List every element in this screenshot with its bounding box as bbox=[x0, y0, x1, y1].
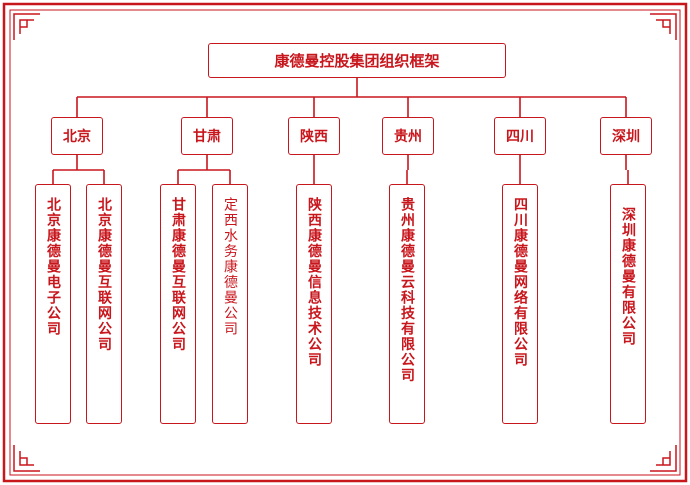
region-sichuan: 四川 bbox=[494, 117, 546, 155]
group-title: 康德曼控股集团组织框架 bbox=[208, 43, 506, 78]
company-sichuan-network: 四川康德曼网络有限公司 bbox=[502, 184, 538, 424]
company-dingxi-water: 定西水务康德曼公司 bbox=[212, 184, 248, 424]
connector-lines bbox=[52, 78, 629, 184]
region-guizhou: 贵州 bbox=[382, 117, 434, 155]
company-shaanxi-it: 陕西康德曼信息技术公司 bbox=[296, 184, 332, 424]
corner-ornament-bottom-right bbox=[650, 445, 677, 472]
corner-ornament-top-left bbox=[13, 13, 40, 40]
company-shenzhen: 深圳康德曼有限公司 bbox=[610, 184, 646, 424]
company-label: 北京康德曼电子公司 bbox=[45, 197, 61, 337]
company-label: 定西水务康德曼公司 bbox=[222, 197, 238, 337]
company-label: 贵州康德曼云科技有限公司 bbox=[399, 197, 415, 383]
company-label: 北京康德曼互联网公司 bbox=[96, 197, 112, 352]
region-beijing: 北京 bbox=[51, 117, 103, 155]
company-label: 四川康德曼网络有限公司 bbox=[512, 197, 528, 368]
company-beijing-electronics: 北京康德曼电子公司 bbox=[35, 184, 71, 424]
company-label: 深圳康德曼有限公司 bbox=[620, 207, 636, 347]
corner-ornament-top-right bbox=[650, 13, 677, 40]
company-beijing-internet: 北京康德曼互联网公司 bbox=[86, 184, 122, 424]
company-label: 甘肃康德曼互联网公司 bbox=[170, 197, 186, 352]
region-gansu: 甘肃 bbox=[181, 117, 233, 155]
region-shaanxi: 陕西 bbox=[288, 117, 340, 155]
company-label: 陕西康德曼信息技术公司 bbox=[306, 197, 322, 368]
company-gansu-internet: 甘肃康德曼互联网公司 bbox=[160, 184, 196, 424]
corner-ornament-bottom-left bbox=[13, 445, 40, 472]
region-shenzhen: 深圳 bbox=[600, 117, 652, 155]
company-guizhou-cloud: 贵州康德曼云科技有限公司 bbox=[389, 184, 425, 424]
